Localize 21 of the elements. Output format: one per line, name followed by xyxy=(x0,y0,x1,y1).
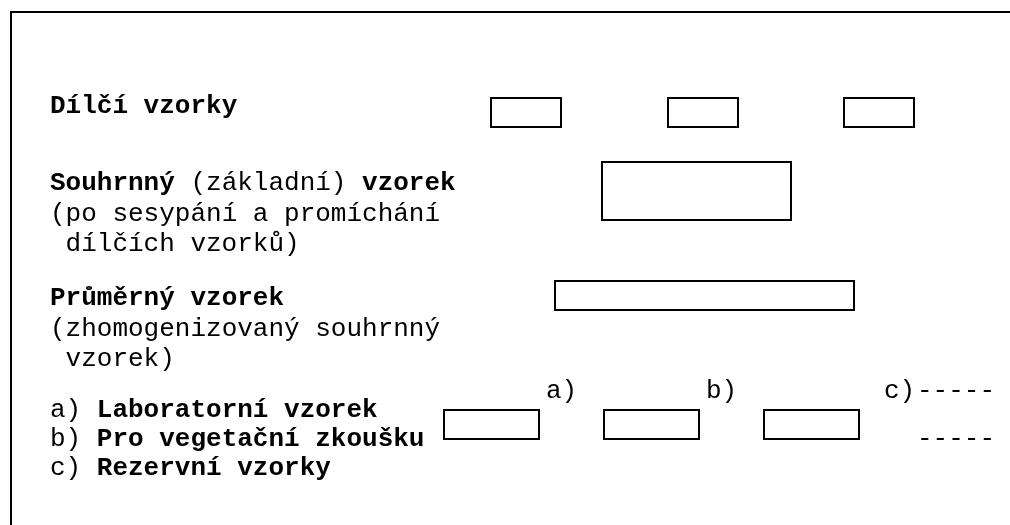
sample-box xyxy=(843,97,915,128)
box-letter: b) xyxy=(706,376,738,406)
box-letter: a) xyxy=(546,376,578,406)
section-heading: Průměrný vzorek xyxy=(50,283,285,313)
section-heading: Souhrnný (základní) vzorek xyxy=(50,168,456,198)
sample-box xyxy=(763,409,860,440)
section-note: (po sesypání a promíchání dílčích vzorků) xyxy=(50,199,442,259)
section-heading: Dílčí vzorky xyxy=(50,91,238,121)
sample-box xyxy=(603,409,700,440)
sample-box xyxy=(601,161,792,221)
list-item: b) Pro vegetační zkoušku xyxy=(50,424,425,454)
sample-box xyxy=(554,280,855,311)
placeholder-dashes: ----- xyxy=(917,376,995,406)
box-letter: c) xyxy=(884,376,916,406)
sample-box xyxy=(443,409,540,440)
sample-box xyxy=(667,97,739,128)
sample-box xyxy=(490,97,562,128)
placeholder-dashes: ----- xyxy=(917,424,995,454)
section-note: (zhomogenizovaný souhrnný vzorek) xyxy=(50,314,442,374)
list-item: c) Rezervní vzorky xyxy=(50,453,331,483)
list-item: a) Laboratorní vzorek xyxy=(50,395,378,425)
